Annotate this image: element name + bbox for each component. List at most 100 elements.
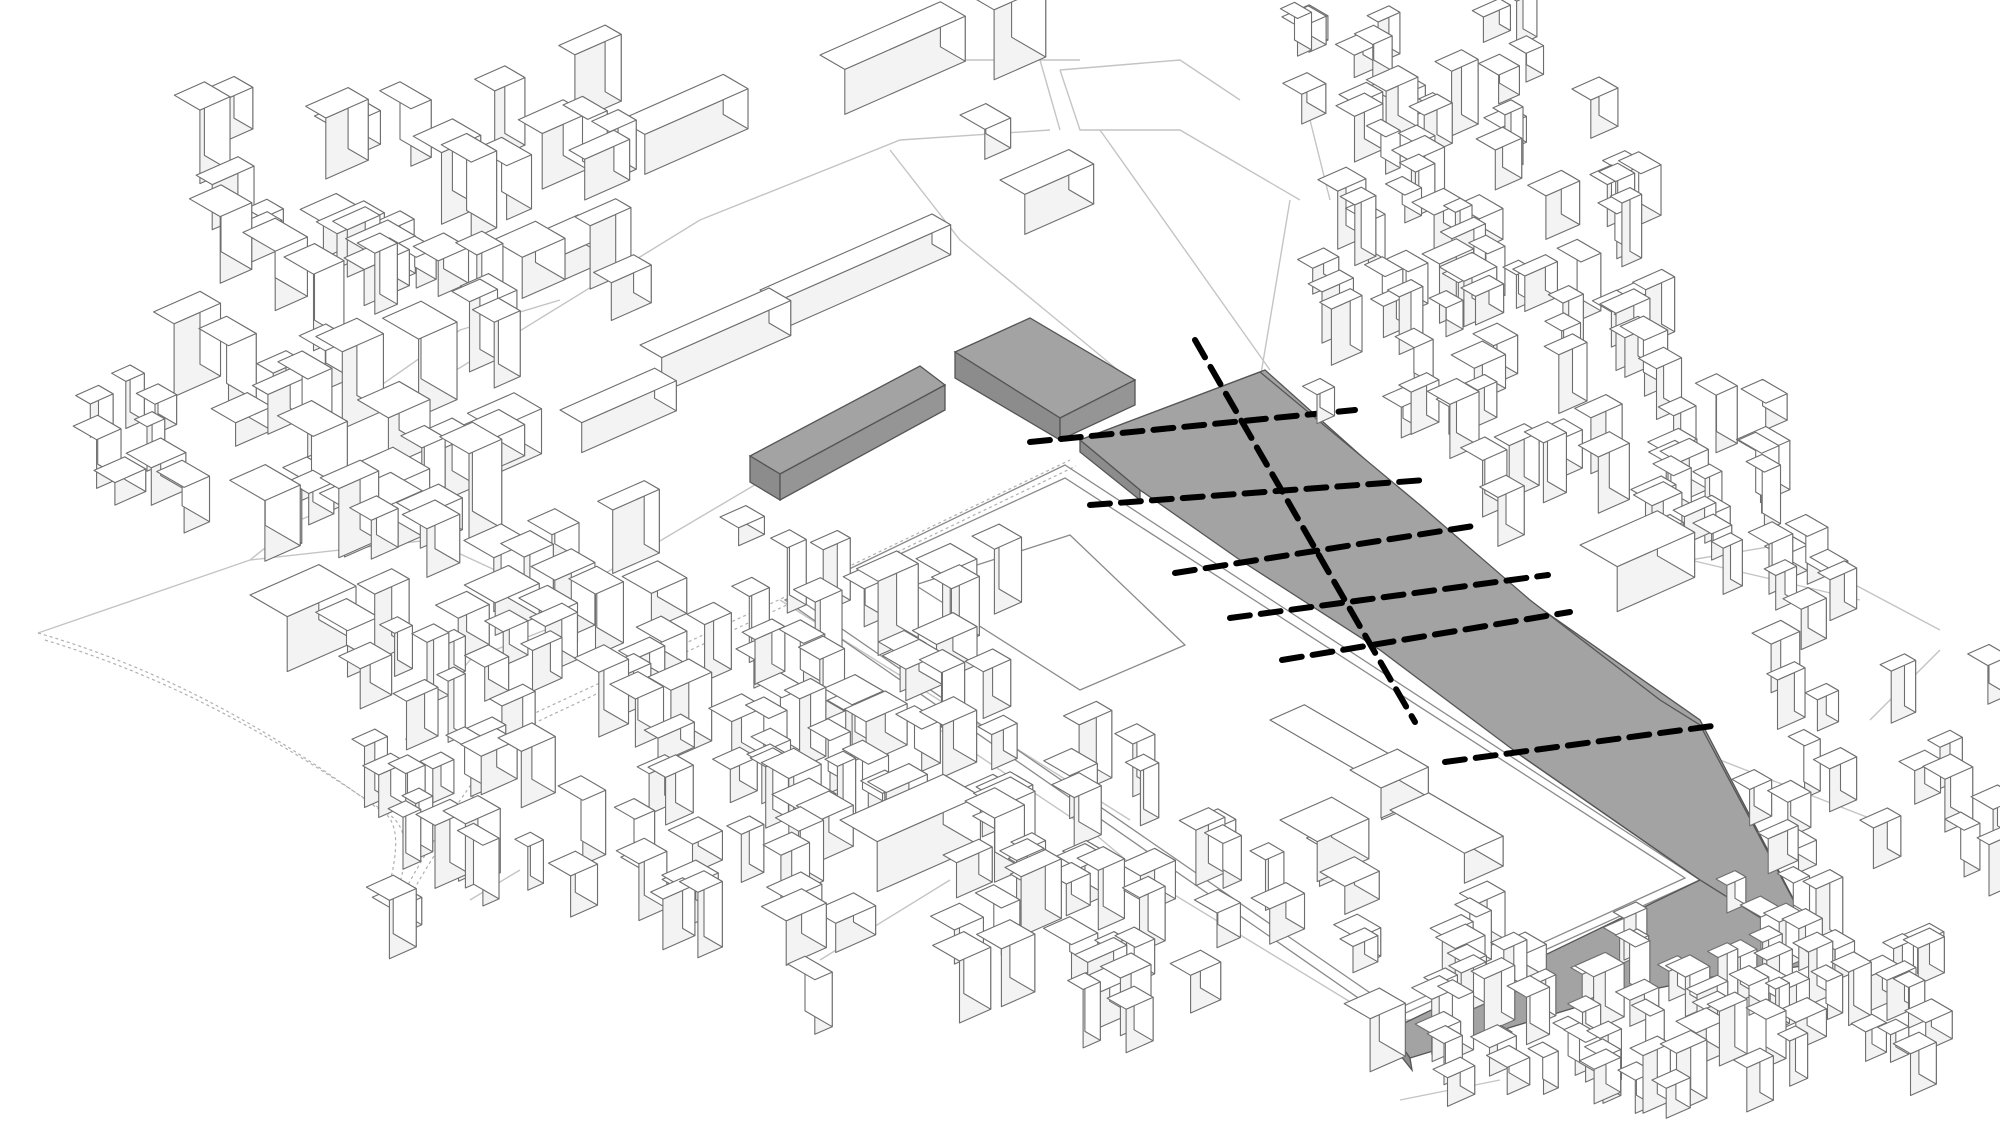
building-roof <box>1339 927 1379 948</box>
building-roof <box>1527 169 1581 197</box>
building-roof <box>1892 1031 1937 1055</box>
building-roof <box>999 149 1095 195</box>
building-roof <box>1737 431 1780 454</box>
building-roof <box>305 87 369 119</box>
building-26 <box>440 132 498 240</box>
building-roof <box>1876 1018 1910 1036</box>
building-roof <box>932 931 992 962</box>
building-22 <box>1279 1 1313 57</box>
building-322 <box>760 888 827 966</box>
building-roof <box>976 919 1036 950</box>
building-roof <box>841 739 890 765</box>
building-roof <box>1609 187 1643 204</box>
building-roof <box>1479 474 1525 499</box>
building-roof <box>1706 991 1748 1012</box>
building-449 <box>1319 856 1380 915</box>
building-42 <box>1508 35 1545 83</box>
building-roof <box>1426 1025 1463 1045</box>
building-roof <box>133 411 166 428</box>
building-312 <box>1766 661 1806 730</box>
building-317 <box>1879 653 1917 724</box>
building-roof <box>1544 312 1582 332</box>
building-roof <box>1042 916 1099 946</box>
building-roof <box>135 383 178 405</box>
building-roof <box>999 838 1045 862</box>
building-275 <box>456 822 500 907</box>
building-roof <box>639 287 792 359</box>
building-roof <box>439 421 503 455</box>
building-roof <box>349 495 399 521</box>
building-roof <box>1543 333 1588 356</box>
building-roof <box>558 24 622 56</box>
building-292 <box>726 815 765 883</box>
building-256 <box>712 746 758 804</box>
building-224 <box>1745 453 1782 532</box>
building-roof <box>1339 186 1377 206</box>
building-52 <box>1365 65 1419 142</box>
building-roof <box>1319 288 1363 310</box>
building-291 <box>365 874 417 960</box>
building-roof <box>1062 700 1113 726</box>
building-roof <box>1751 619 1801 645</box>
building-roof <box>1279 796 1370 843</box>
building-roof <box>1630 998 1665 1017</box>
building-roof <box>766 871 823 900</box>
building-161 <box>1543 333 1588 415</box>
building-173 <box>568 565 624 656</box>
building-roof <box>562 95 608 120</box>
building-roof <box>1922 753 1974 780</box>
building-roof <box>1802 869 1844 890</box>
building-452 <box>719 505 765 547</box>
building-roof <box>419 751 455 770</box>
building-roof <box>1475 126 1523 151</box>
building-roof <box>1757 818 1799 840</box>
building-roof <box>379 81 432 110</box>
building-roof <box>1657 396 1697 417</box>
building-65 <box>1571 76 1619 139</box>
building-339 <box>1812 747 1858 813</box>
building-roof <box>760 747 822 780</box>
building-367 <box>1944 811 1981 878</box>
building-roof <box>315 317 384 353</box>
building-roof <box>855 550 919 582</box>
building-roof <box>1715 870 1747 886</box>
building-151 <box>597 480 660 575</box>
building-2 <box>173 81 231 185</box>
building-roof <box>474 65 526 92</box>
building-5 <box>379 81 432 167</box>
building-354 <box>1757 818 1799 875</box>
building-roof <box>514 831 544 848</box>
building-roof <box>245 198 284 219</box>
building-roof <box>277 350 333 380</box>
building-14 <box>619 73 749 175</box>
building-roof <box>1249 842 1285 861</box>
building-422 <box>1485 1044 1531 1096</box>
building-roof <box>93 456 147 484</box>
building-roof <box>547 850 599 877</box>
building-roof <box>1428 290 1464 309</box>
building-roof <box>1385 249 1429 273</box>
building-roof <box>1468 234 1506 255</box>
building-roof <box>463 644 510 668</box>
axis-3 <box>1172 522 1483 576</box>
building-roof <box>1506 975 1551 998</box>
building-roof <box>1114 926 1156 948</box>
building-roof <box>1343 987 1406 1020</box>
building-roof <box>1297 247 1340 269</box>
building-roof <box>1414 1010 1462 1035</box>
building-roof <box>1365 65 1419 92</box>
building-425 <box>1432 1056 1476 1107</box>
building-roof <box>574 198 632 227</box>
building-82 <box>1384 175 1423 224</box>
building-roof <box>1694 373 1738 396</box>
building-roof <box>809 529 851 551</box>
building-roof <box>1692 513 1733 535</box>
building-300 <box>839 773 981 893</box>
building-roof <box>750 727 792 749</box>
building-roof <box>1970 784 2000 811</box>
axis-1 <box>1027 407 1358 445</box>
building-roof <box>1454 897 1492 918</box>
building-55 <box>1335 92 1384 163</box>
building-315 <box>1804 682 1840 732</box>
building-roof <box>356 568 410 595</box>
